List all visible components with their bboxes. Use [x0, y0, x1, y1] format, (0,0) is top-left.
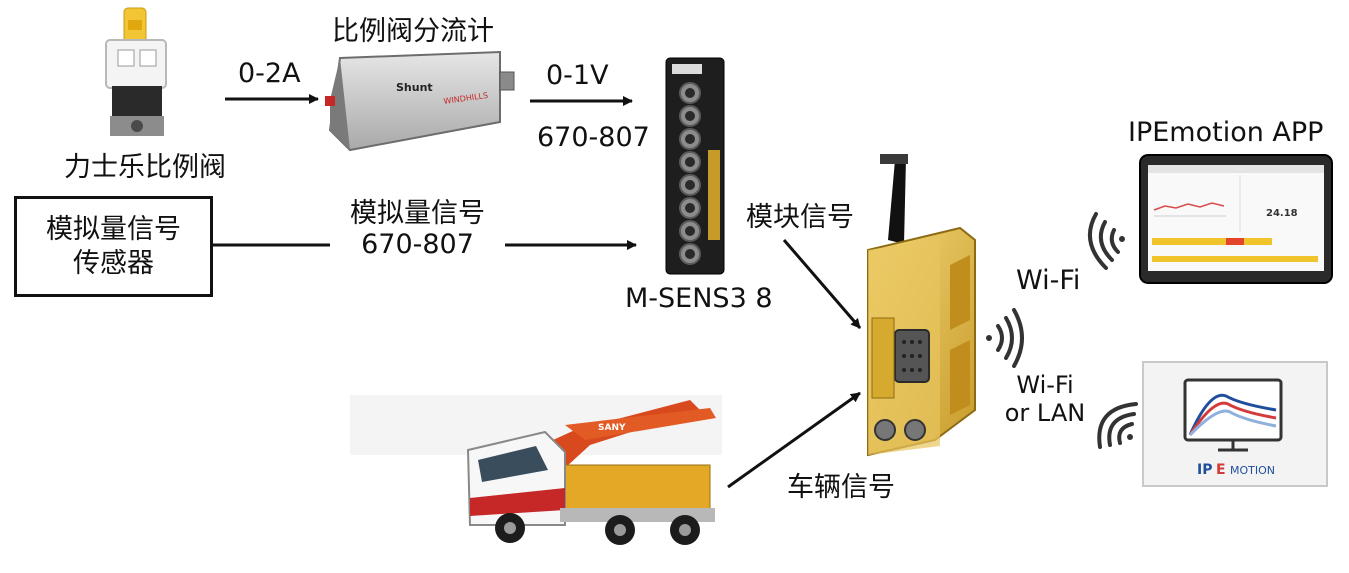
tablet-value-text: 24.18 — [1266, 208, 1298, 219]
data-logger-image — [867, 154, 976, 457]
tablet-app-image: 24.18 — [1139, 154, 1333, 284]
vehicle-signal-label: 车辆信号 — [787, 472, 895, 503]
sensor-box-line2: 传感器 — [73, 248, 154, 279]
current-range-label: 0-2A — [238, 58, 301, 89]
wifi-or-lan-line2: or LAN — [1004, 398, 1086, 427]
module-code-label: 670-807 — [537, 122, 650, 153]
analog-signal-label: 模拟量信号 670-807 — [335, 198, 500, 260]
wifi-app-icon — [1088, 212, 1125, 270]
shunt-brand-text: Shunt — [396, 81, 433, 94]
analog-signal-line2: 670-807 — [361, 229, 474, 261]
wifi-pc-icon — [1097, 402, 1138, 449]
module-signal-label: 模块信号 — [746, 202, 854, 233]
ipemotion-software-image: IP E MOTION — [1142, 361, 1328, 487]
wifi-signal-icon — [986, 308, 1024, 368]
msens-module-image — [665, 57, 725, 275]
wifi-label: Wi-Fi — [1016, 265, 1081, 296]
wifi-or-lan-line1: Wi-Fi — [1016, 371, 1074, 399]
wifi-or-lan-label: Wi-Fi or LAN — [1000, 371, 1090, 427]
shunt-image: Shunt WINDHILLS — [325, 50, 515, 152]
app-title: IPEmotion APP — [1128, 117, 1324, 148]
truck-brand-text: SANY — [598, 423, 626, 433]
pump-truck-image: SANY — [350, 395, 722, 545]
voltage-range-label: 0-1V — [546, 60, 609, 91]
module-name-label: M-SENS3 8 — [625, 283, 773, 314]
valve-name: 力士乐比例阀 — [64, 152, 226, 183]
proportional-valve-image — [105, 7, 167, 136]
arrow-vehicle-to-logger — [727, 391, 861, 489]
logo-e-text: E — [1216, 462, 1226, 478]
analog-sensor-box: 模拟量信号 传感器 — [14, 196, 213, 297]
shunt-title: 比例阀分流计 — [332, 16, 494, 47]
arrow-module-to-logger — [782, 239, 862, 329]
logo-ip-text: IP — [1197, 462, 1212, 478]
analog-signal-line1: 模拟量信号 — [350, 198, 485, 229]
logo-motion-text: MOTION — [1230, 464, 1275, 477]
sensor-box-line1: 模拟量信号 — [46, 214, 181, 245]
